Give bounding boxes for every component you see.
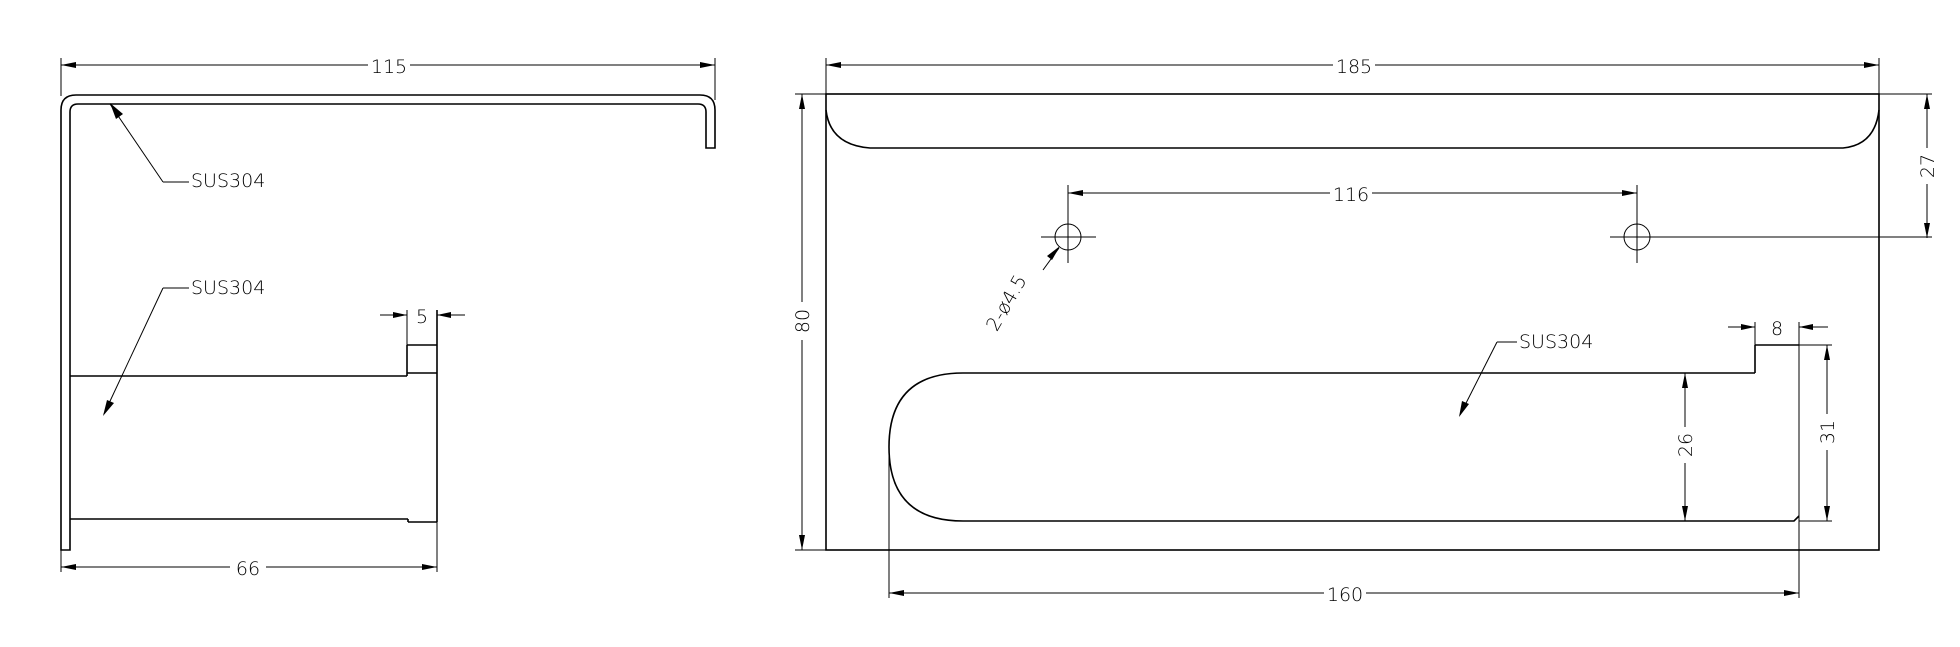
side-view: 115 5 [60, 53, 716, 580]
hole-spec-label: 2-ø4.5 [982, 271, 1031, 335]
material-callout-top: SUS304 [109, 103, 265, 192]
dimension-31: 31 [1799, 344, 1839, 522]
material-callout-shelf: SUS304 [103, 277, 265, 416]
callout-top-label: SUS304 [191, 170, 265, 192]
mounting-hole-right [1610, 185, 1932, 263]
hole-spec-callout: 2-ø4.5 [982, 246, 1060, 335]
material-callout-front: SUS304 [1459, 331, 1593, 417]
dimension-160: 160 [888, 447, 1799, 606]
dimension-185: 185 [825, 53, 1880, 94]
dim-66-label: 66 [236, 558, 260, 580]
shelf-slot-outline [888, 344, 1800, 522]
shelf-profile [70, 310, 438, 523]
dim-160-label: 160 [1327, 584, 1363, 606]
dimension-26: 26 [1673, 373, 1697, 521]
plate-outline [825, 93, 1880, 551]
dimension-80: 80 [790, 93, 826, 551]
dim-115-label: 115 [371, 56, 407, 78]
dimension-5: 5 [380, 306, 465, 345]
dim-80-label: 80 [792, 309, 814, 333]
dimension-66: 66 [60, 522, 438, 580]
dimension-116: 116 [1068, 181, 1637, 206]
mounting-hole-left [1041, 185, 1096, 263]
top-flange [825, 109, 1880, 149]
dim-5-label: 5 [416, 306, 428, 328]
dim-185-label: 185 [1336, 56, 1372, 78]
dim-8-label: 8 [1771, 318, 1783, 340]
dim-31-label: 31 [1817, 420, 1839, 444]
dimension-115: 115 [60, 53, 716, 100]
dim-116-label: 116 [1333, 184, 1369, 206]
dim-27-label: 27 [1917, 154, 1939, 178]
front-view: 185 80 116 [790, 53, 1939, 606]
callout-front-label: SUS304 [1519, 331, 1593, 353]
dimension-8: 8 [1728, 318, 1828, 345]
bracket-profile [60, 94, 716, 551]
dim-26-label: 26 [1675, 433, 1697, 457]
dimension-27: 27 [1879, 93, 1939, 238]
callout-shelf-label: SUS304 [191, 277, 265, 299]
